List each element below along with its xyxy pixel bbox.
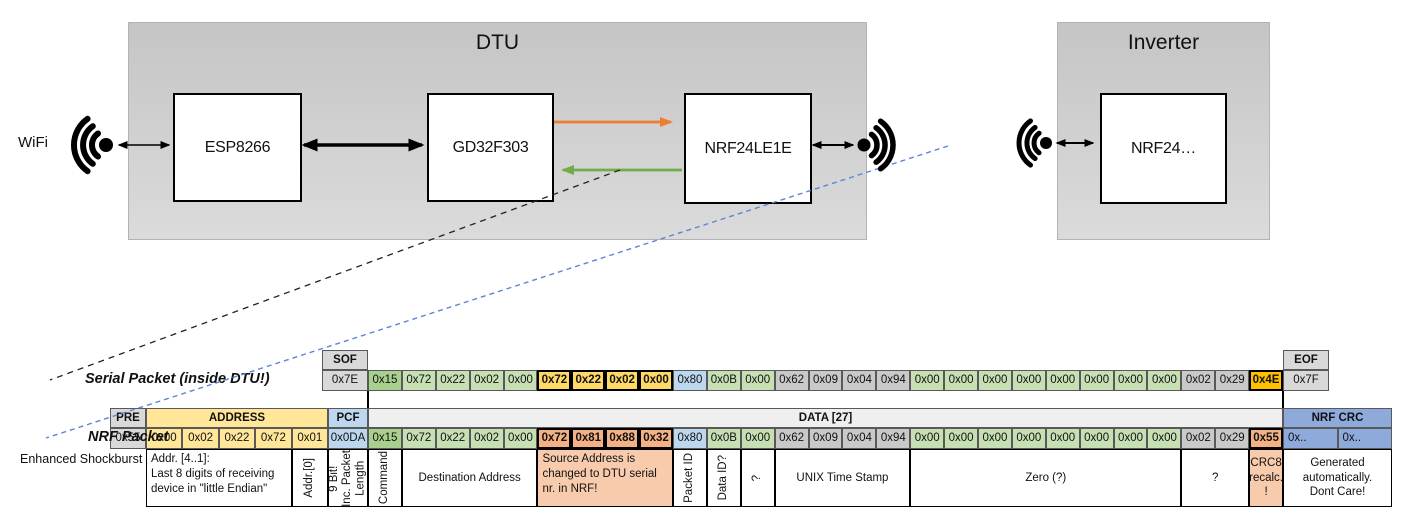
annotation-src-addr: Source Address is changed to DTU serial … <box>537 449 673 507</box>
annotation-zero: Zero (?) <box>910 449 1182 507</box>
nrf-data-byte-cell: 0x00 <box>503 428 538 449</box>
serial-byte-cell: 0x72 <box>401 370 436 391</box>
serial-byte-cell: 0x00 <box>1045 370 1080 391</box>
serial-byte-cell: 0x00 <box>639 370 673 391</box>
nrf-crc-byte-cell: 0x.. <box>1283 428 1338 449</box>
nrf-data-byte-cell: 0x04 <box>842 428 877 449</box>
serial-byte-cell: 0x62 <box>774 370 809 391</box>
serial-byte-cell: 0x4E <box>1249 370 1283 391</box>
nrf-data-byte-cell: 0x00 <box>1045 428 1080 449</box>
annotation-q1: ? <box>740 449 775 507</box>
wifi-label: WiFi <box>18 134 48 151</box>
nrf-address-byte-cell: 0x01 <box>291 428 328 449</box>
serial-eof-value: 0x7F <box>1283 370 1329 391</box>
nrf-data-byte-cell: 0x00 <box>1113 428 1148 449</box>
serial-byte-cell: 0x09 <box>808 370 843 391</box>
dtu-title: DTU <box>475 31 520 54</box>
inverter-title: Inverter <box>1127 31 1200 54</box>
nrf-data-byte-cell: 0x72 <box>537 428 572 449</box>
serial-sof-value: 0x7E <box>322 370 368 391</box>
nrf-data-byte-cell: 0x15 <box>368 428 402 449</box>
nrf-packet-label: NRF Packet <box>88 429 169 445</box>
enhanced-shockburst-label: Enhanced Shockburst <box>20 452 143 466</box>
annotation-crc8: CRC8 recalc. ! <box>1249 449 1283 507</box>
nrf-data-byte-cell: 0x55 <box>1249 428 1283 449</box>
nrf-address-header: ADDRESS <box>146 408 328 428</box>
nrf-data-byte-cell: 0x00 <box>1147 428 1182 449</box>
nrf-data-byte-cell: 0x0B <box>706 428 741 449</box>
serial-byte-cell: 0x29 <box>1215 370 1250 391</box>
serial-byte-cell: 0x00 <box>503 370 538 391</box>
annotation-crc-gen: Generated automatically. Dont Care! <box>1283 449 1392 507</box>
nrf-data-byte-cell: 0x00 <box>910 428 945 449</box>
annotation-unix: UNIX Time Stamp <box>774 449 911 507</box>
serial-byte-cell: 0x80 <box>673 370 707 391</box>
nrf-data-byte-cell: 0x29 <box>1215 428 1250 449</box>
nrf-data-byte-cell: 0x32 <box>639 428 673 449</box>
serial-byte-cell: 0x22 <box>571 370 606 391</box>
serial-byte-cell: 0x00 <box>740 370 775 391</box>
nrf-data-byte-cell: 0x88 <box>605 428 640 449</box>
nrf-pre-header: PRE <box>110 408 146 428</box>
annotation-pcf-note: 9 Bit! Inc. Packet Length <box>328 449 368 507</box>
annotation-dest-addr: Destination Address <box>401 449 538 507</box>
nrf-data-byte-cell: 0x09 <box>808 428 843 449</box>
serial-byte-cell: 0x22 <box>435 370 470 391</box>
nrf-data-byte-cell: 0x00 <box>1011 428 1046 449</box>
nrf-pcf-header: PCF <box>328 408 368 428</box>
nrf-data-byte-cell: 0x22 <box>435 428 470 449</box>
serial-byte-cell: 0x00 <box>1011 370 1046 391</box>
nrf-address-byte-cell: 0x22 <box>218 428 256 449</box>
nrf-data-byte-cell: 0x94 <box>876 428 911 449</box>
nrf-address-byte-cell: 0x02 <box>182 428 219 449</box>
annotation-addr0: Addr.[0] <box>291 449 328 507</box>
chip-inverter-nrf24: NRF24… <box>1100 93 1227 204</box>
nrf-data-byte-cell: 0x00 <box>944 428 978 449</box>
serial-byte-cell: 0x15 <box>368 370 402 391</box>
serial-byte-cell: 0x72 <box>537 370 572 391</box>
nrf-data-byte-cell: 0x62 <box>774 428 809 449</box>
serial-byte-cell: 0x04 <box>842 370 877 391</box>
nrf-crc-byte-cell: 0x.. <box>1337 428 1392 449</box>
annotation-addr41: Addr. [4..1]: Last 8 digits of receiving… <box>146 449 292 507</box>
nrf-data-byte-cell: 0x00 <box>1079 428 1114 449</box>
nrf-data-byte-cell: 0x80 <box>673 428 707 449</box>
serial-to-nrf-connector <box>1282 391 1284 408</box>
nrf-data-header: DATA [27] <box>368 408 1284 428</box>
annotation-q2: ? <box>1181 449 1250 507</box>
annotation-packet-id: Packet ID <box>673 449 707 507</box>
serial-byte-cell: 0x94 <box>876 370 911 391</box>
serial-byte-cell: 0x00 <box>1113 370 1148 391</box>
nrf-data-byte-cell: 0x72 <box>401 428 436 449</box>
serial-byte-cell: 0x02 <box>605 370 640 391</box>
nrf-data-byte-cell: 0x00 <box>740 428 775 449</box>
nrf-data-byte-cell: 0x00 <box>978 428 1012 449</box>
nrf-data-byte-cell: 0x81 <box>571 428 606 449</box>
serial-sof-header: SOF <box>322 350 368 370</box>
serial-byte-cell: 0x0B <box>706 370 741 391</box>
nrf-data-byte-cell: 0x02 <box>469 428 504 449</box>
serial-byte-cell: 0x00 <box>1147 370 1182 391</box>
nrf-address-byte-cell: 0x72 <box>255 428 292 449</box>
serial-to-nrf-connector <box>367 391 369 408</box>
serial-byte-cell: 0x02 <box>1181 370 1216 391</box>
annotation-data-id: Data ID? <box>706 449 741 507</box>
serial-byte-cell: 0x00 <box>1079 370 1114 391</box>
nrf-data-byte-cell: 0x02 <box>1181 428 1216 449</box>
serial-byte-cell: 0x00 <box>978 370 1012 391</box>
serial-byte-cell: 0x00 <box>910 370 945 391</box>
annotation-command: Command <box>368 449 402 507</box>
serial-packet-label: Serial Packet (inside DTU!) <box>85 371 270 387</box>
nrf-pcf-byte-cell: 0x0DA <box>328 428 368 449</box>
serial-eof-header: EOF <box>1283 350 1329 370</box>
nrf-crc-header: NRF CRC <box>1283 408 1392 428</box>
serial-byte-cell: 0x02 <box>469 370 504 391</box>
serial-byte-cell: 0x00 <box>944 370 978 391</box>
